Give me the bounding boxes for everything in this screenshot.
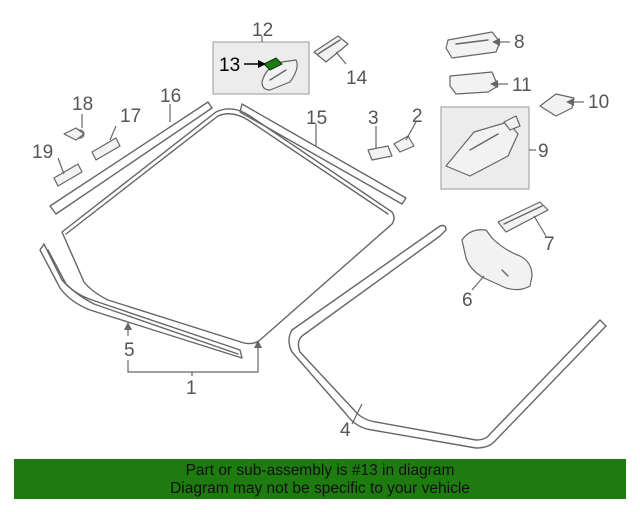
clip-3: [367, 145, 393, 161]
fastener-18: [63, 127, 85, 141]
part-13-highlight: [263, 57, 283, 71]
banner-line-1: Part or sub-assembly is #13 in diagram: [185, 462, 455, 479]
callout-10: 10: [588, 92, 609, 113]
clip-2: [393, 135, 415, 153]
callout-19: 19: [32, 142, 53, 163]
callout-7: 7: [544, 234, 555, 255]
callout-2: 2: [412, 106, 423, 127]
callout-14: 14: [346, 68, 368, 89]
parts-diagram: 1 2 3 4 5 6 7 8 9 10 11 12 13 14 15 16 1…: [32, 20, 609, 449]
leader-lines: [57, 36, 584, 425]
clip-17: [91, 137, 121, 161]
clip-11: [449, 71, 499, 95]
part-info-banner: Part or sub-assembly is #13 in diagram D…: [14, 459, 626, 499]
callout-9: 9: [538, 141, 549, 162]
callout-12: 12: [252, 20, 273, 41]
callout-17: 17: [120, 106, 141, 127]
callout-3: 3: [368, 108, 379, 129]
clip-8: [445, 31, 501, 59]
clip-10: [539, 93, 575, 117]
callout-5: 5: [124, 340, 135, 361]
bracket-7: [497, 201, 549, 233]
sensor-bracket-box: [440, 106, 530, 190]
callout-4: 4: [340, 420, 351, 441]
mirror-cover: [461, 229, 533, 291]
callout-labels: 1 2 3 4 5 6 7 8 9 10 11 12 13 14 15 16 1…: [32, 20, 609, 441]
callout-8: 8: [514, 32, 525, 53]
clip-19: [53, 163, 83, 187]
callout-18: 18: [72, 94, 93, 115]
back-glass: [288, 224, 607, 449]
callout-1: 1: [186, 378, 197, 399]
callout-15: 15: [306, 108, 327, 129]
banner-line-2: Diagram may not be specific to your vehi…: [170, 480, 470, 497]
callout-13: 13: [219, 55, 240, 76]
windshield-glass: [61, 108, 395, 345]
side-moulding: [49, 101, 213, 215]
mirror-base-14: [313, 35, 349, 63]
callout-6: 6: [462, 290, 473, 311]
top-moulding: [239, 103, 407, 205]
mirror-mount-box: [212, 41, 310, 95]
callout-11: 11: [512, 75, 532, 96]
callout-16: 16: [160, 86, 181, 107]
lower-moulding: [39, 243, 243, 359]
